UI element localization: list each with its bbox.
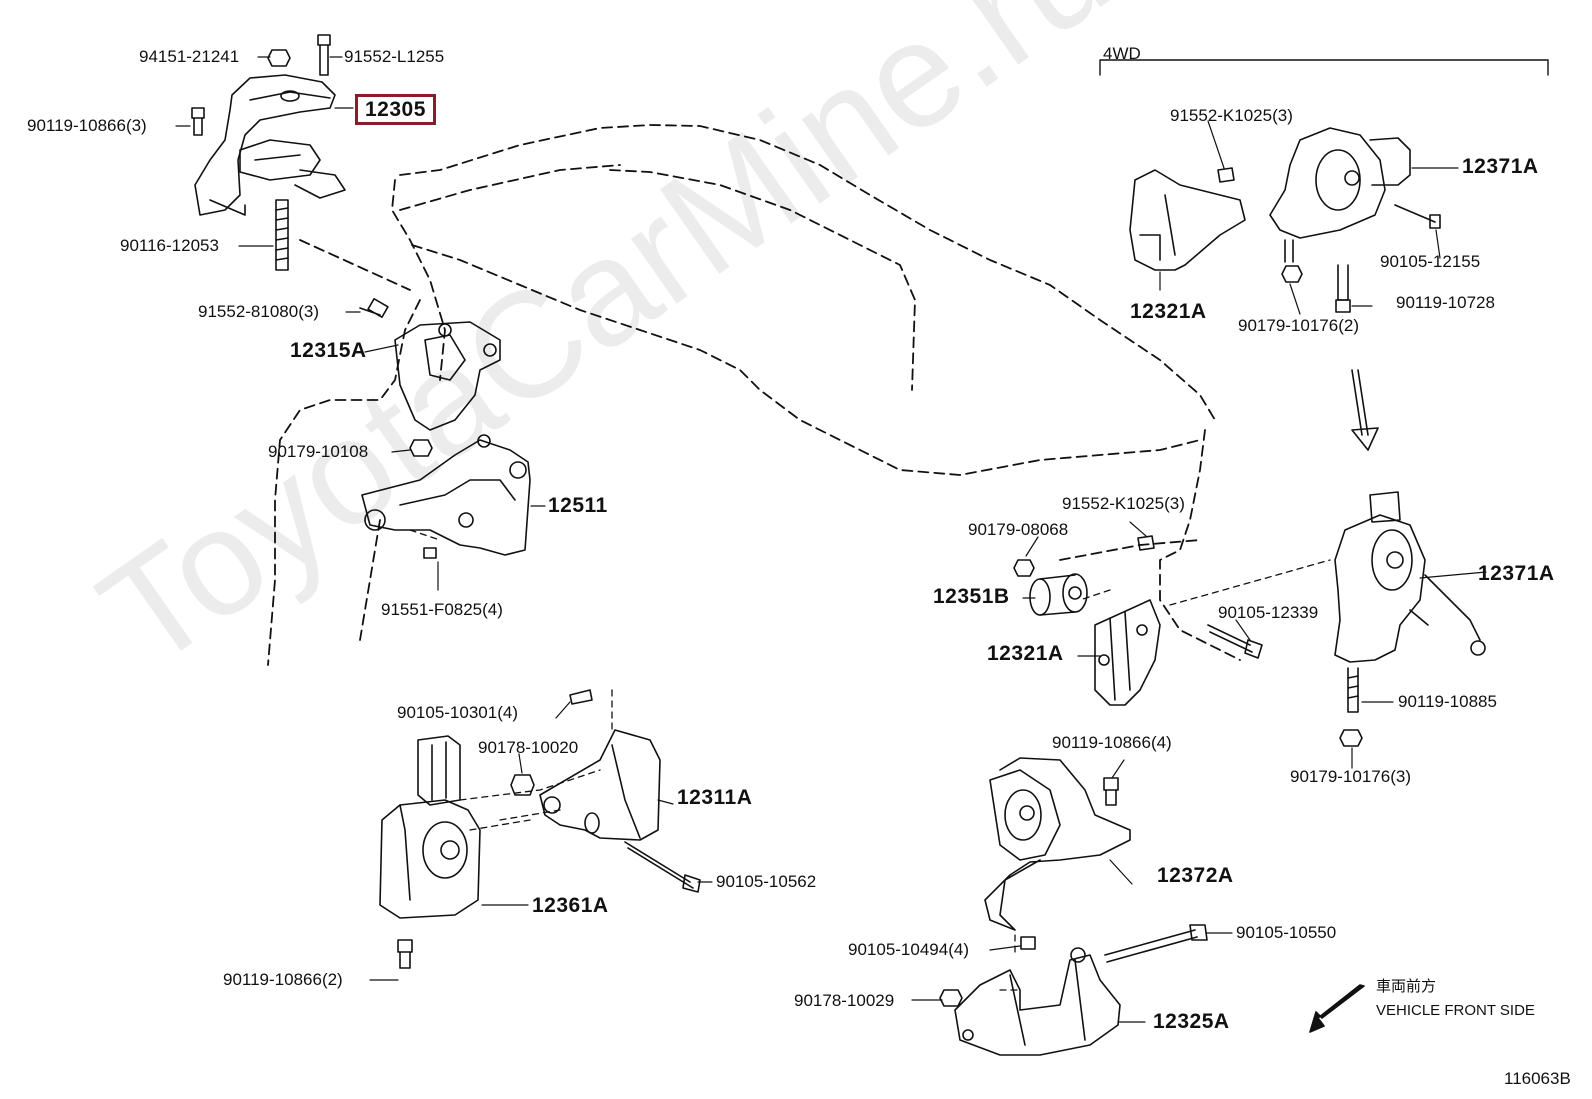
section-bracket-4wd	[1099, 59, 1549, 76]
arrow-down	[1351, 369, 1379, 451]
nut-90178-10020	[510, 774, 535, 796]
label-12305-selected[interactable]: 12305	[355, 94, 436, 125]
nut-90179-10108	[409, 439, 433, 457]
label-90119-10728: 90119-10728	[1396, 293, 1495, 312]
bolt-91552-K1025-top	[1217, 167, 1235, 183]
part-12351B-bushing	[1029, 573, 1088, 616]
label-12371A-mid: 12371A	[1478, 562, 1555, 585]
part-12311A-bracket	[539, 729, 661, 841]
bolts-90179-10176-2	[1281, 239, 1303, 283]
front-direction-arrow	[1309, 984, 1365, 1033]
label-91551-F0825-4: 91551-F0825(4)	[381, 600, 503, 619]
label-90179-10176-3: 90179-10176(3)	[1290, 767, 1411, 786]
part-12511-bracket	[361, 434, 531, 556]
front-note-jp: 車両前方	[1376, 978, 1437, 995]
bolt-90105-10550	[1104, 924, 1208, 963]
label-12315A: 12315A	[290, 339, 367, 362]
label-12511: 12511	[548, 494, 608, 517]
diagram-id: 116063B	[1504, 1069, 1571, 1088]
front-note-en: VEHICLE FRONT SIDE	[1376, 1002, 1535, 1019]
section-label-4wd: 4WD	[1103, 44, 1141, 63]
part-12371A-mid-mount	[1334, 491, 1486, 663]
label-90105-10562: 90105-10562	[716, 872, 817, 891]
label-90116-12053: 90116-12053	[120, 236, 219, 255]
engine-outline	[267, 124, 1241, 666]
label-91552-L1255: 91552-L1255	[344, 47, 445, 66]
label-12321A-top: 12321A	[1130, 300, 1207, 323]
bolt-91552-K1025-mid	[1137, 535, 1155, 551]
label-90179-08068: 90179-08068	[968, 520, 1069, 539]
bolt-90119-10885	[1347, 667, 1359, 713]
bolt-90105-10494	[1020, 936, 1036, 950]
label-90105-12339: 90105-12339	[1218, 603, 1319, 622]
label-91552-K1025-3-mid: 91552-K1025(3)	[1062, 494, 1185, 513]
leader-lines	[175, 56, 1487, 1023]
label-90178-10029: 90178-10029	[794, 991, 895, 1010]
bolt-90105-12339	[1207, 624, 1263, 659]
label-90105-10301-4: 90105-10301(4)	[397, 703, 518, 722]
label-91552-K1025-3-top: 91552-K1025(3)	[1170, 106, 1293, 125]
label-90178-10020: 90178-10020	[478, 738, 579, 757]
bolt-91551-F0825	[423, 547, 437, 559]
label-90119-10885: 90119-10885	[1398, 692, 1497, 711]
label-12311A: 12311A	[677, 786, 753, 809]
bolt-90105-10301	[569, 689, 593, 705]
label-90179-10176-2: 90179-10176(2)	[1238, 316, 1359, 335]
label-90105-10494-4: 90105-10494(4)	[848, 940, 969, 959]
label-94151-21241: 94151-21241	[139, 47, 240, 66]
nut-90178-10029	[939, 989, 963, 1007]
bolt-90116-12053	[275, 199, 289, 271]
label-12325A: 12325A	[1153, 1010, 1230, 1033]
part-12372A-mount	[984, 757, 1131, 931]
label-12351B: 12351B	[933, 585, 1010, 608]
part-12305-mount	[194, 74, 346, 216]
label-90105-10550: 90105-10550	[1236, 923, 1337, 942]
label-90179-10108: 90179-10108	[268, 442, 369, 461]
nut-90179-10176-3	[1339, 729, 1363, 747]
label-90119-10866-3: 90119-10866(3)	[27, 116, 147, 135]
label-12371A-top: 12371A	[1462, 155, 1539, 178]
bolt-90119-10866-3-top	[191, 107, 205, 136]
part-12315A-bracket	[359, 298, 501, 431]
bolt-90105-10562	[624, 841, 701, 893]
bolt-90119-10866-2	[397, 939, 413, 969]
nut-94151-21241	[267, 49, 291, 67]
part-12321A-mid-bracket	[1094, 599, 1161, 706]
part-12325A-bracket	[954, 947, 1121, 1056]
label-12361A: 12361A	[532, 894, 609, 917]
label-91552-81080-3: 91552-81080(3)	[198, 302, 319, 321]
label-12321A-mid: 12321A	[987, 642, 1064, 665]
label-90105-12155: 90105-12155	[1380, 252, 1481, 271]
bolt-91552-L1255	[317, 34, 331, 76]
label-90119-10866-4: 90119-10866(4)	[1052, 733, 1172, 752]
nut-90179-08068	[1013, 559, 1035, 577]
bolt-90119-10728	[1335, 264, 1351, 313]
label-12372A: 12372A	[1157, 864, 1234, 887]
part-12321A-top-bracket	[1129, 169, 1246, 271]
label-90119-10866-2: 90119-10866(2)	[223, 970, 343, 989]
part-12371A-top-mount	[1269, 127, 1441, 239]
bolt-90119-10866-4	[1103, 777, 1119, 806]
part-12361A-mount	[379, 735, 481, 919]
